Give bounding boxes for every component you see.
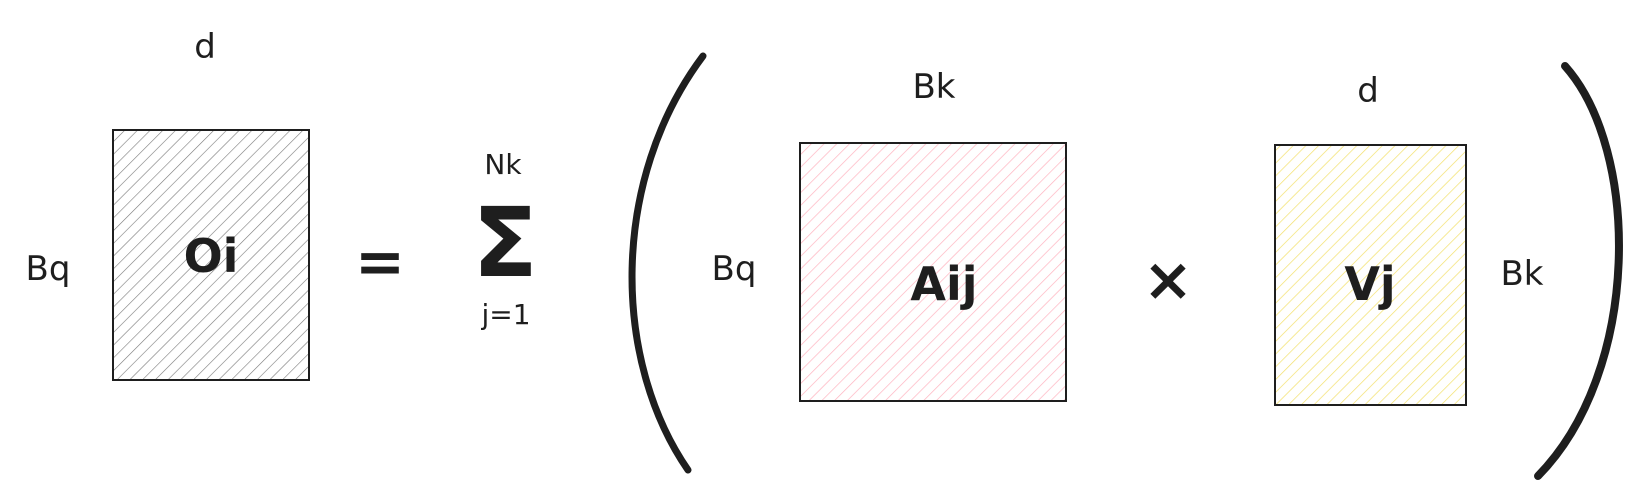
right-parenthesis [1534, 62, 1623, 480]
output-matrix-box [112, 129, 310, 381]
attention-matrix-box [799, 142, 1067, 402]
output-matrix: Oi d Bq [26, 27, 310, 381]
value-matrix-box [1274, 144, 1467, 406]
attention-matrix-cols-label: Bk [912, 67, 955, 107]
value-matrix-rows-label: Bk [1500, 254, 1543, 294]
attention-matrix-label: Aij [910, 257, 977, 311]
equals-sign: = [355, 227, 405, 297]
value-matrix: Vj d Bk [1274, 71, 1544, 406]
output-matrix-rows-label: Bq [26, 249, 71, 289]
multiply-sign: × [1143, 245, 1193, 315]
summation: Nk Σ j=1 [472, 148, 538, 331]
attention-matrix: Aij Bk Bq [712, 67, 1067, 402]
left-parenthesis [628, 52, 707, 474]
summation-upper-limit: Nk [484, 148, 522, 181]
output-matrix-label: Oi [184, 229, 239, 283]
output-matrix-cols-label: d [194, 27, 216, 67]
value-matrix-cols-label: d [1357, 71, 1379, 111]
attention-matrix-rows-label: Bq [712, 249, 757, 289]
summation-symbol: Σ [472, 187, 538, 299]
summation-lower-limit: j=1 [480, 298, 530, 331]
value-matrix-label: Vj [1344, 257, 1395, 311]
